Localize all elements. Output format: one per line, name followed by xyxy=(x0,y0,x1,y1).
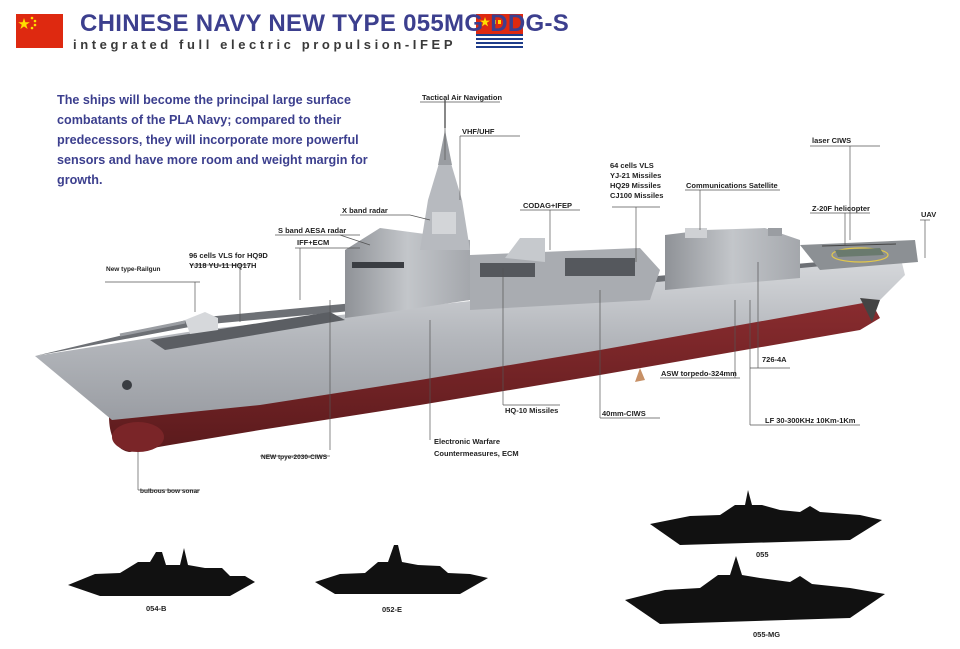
silhouette-label-055mg: 055-MG xyxy=(753,630,781,639)
label-2030-ciws: NEW tpye-2030-CIWS xyxy=(261,454,328,461)
label-ew-line2: Countermeasures, ECM xyxy=(434,449,519,458)
label-vls-96-line2: YJ18 YU-11 HQ17H xyxy=(189,261,257,270)
label-vls-96-line1: 96 cells VLS for HQ9D xyxy=(189,251,268,260)
china-flag xyxy=(16,14,63,48)
aft-superstructure xyxy=(665,228,800,290)
label-communications-satellite: Communications Satellite xyxy=(686,181,778,190)
intro-paragraph: The ships will become the principal larg… xyxy=(57,93,368,187)
silhouette-055mg xyxy=(625,556,885,624)
main-mast xyxy=(420,160,470,250)
navy-flag-star-icon xyxy=(480,17,501,27)
silhouette-label-055: 055 xyxy=(756,550,769,559)
label-ew-line1: Electronic Warfare xyxy=(434,437,500,446)
label-tactical-air-navigation: Tactical Air Navigation xyxy=(422,93,503,102)
label-726-4a: 726-4A xyxy=(762,355,787,364)
label-lf-sonar: LF 30-300KHz 10Km-1Km xyxy=(765,416,856,425)
hull-upper-gray xyxy=(35,255,905,420)
midship-block xyxy=(470,248,660,310)
silhouette-052e xyxy=(315,545,488,594)
label-vls-64-line4: CJ100 Missiles xyxy=(610,191,664,200)
label-electronic-warfare: Electronic Warfare Countermeasures, ECM xyxy=(434,437,519,459)
label-vls-64-line2: YJ-21 Missiles xyxy=(610,171,662,180)
label-s-band-aesa: S band AESA radar xyxy=(278,226,347,235)
bulbous-bow xyxy=(112,422,164,452)
silhouette-055 xyxy=(650,490,882,545)
page-subtitle: integrated full electric propulsion-IFEP xyxy=(73,37,457,52)
label-40mm-ciws: 40mm-CIWS xyxy=(602,409,646,418)
label-vhf-uhf: VHF/UHF xyxy=(462,127,495,136)
silhouettes-group xyxy=(68,490,885,624)
helicopter xyxy=(835,248,884,257)
label-hq10: HQ-10 Missiles xyxy=(505,406,559,415)
silhouette-label-054b: 054-B xyxy=(146,604,167,613)
label-laser-ciws: laser CIWS xyxy=(812,136,852,145)
funnel xyxy=(505,238,545,262)
fore-deck xyxy=(150,312,345,350)
label-vls-64: 64 cells VLS YJ-21 Missiles HQ29 Missile… xyxy=(610,161,663,201)
silhouette-054b xyxy=(68,548,255,596)
label-uav: UAV xyxy=(921,210,937,219)
label-asw-torpedo: ASW torpedo-324mm xyxy=(661,369,737,378)
page-title: CHINESE NAVY NEW TYPE 055MG DDG-S xyxy=(80,10,570,37)
forward-superstructure xyxy=(345,228,470,318)
label-railgun: New type-Railgun xyxy=(106,266,161,273)
bow-gun xyxy=(185,312,218,334)
label-z20f-helicopter: Z-20F helicopter xyxy=(812,204,870,213)
label-vls-64-line1: 64 cells VLS xyxy=(610,161,654,170)
hull-lower-red xyxy=(109,300,881,452)
label-bow-sonar: bulbous bow sonar xyxy=(140,488,200,495)
label-iff-ecm: IFF+ECM xyxy=(297,238,330,247)
label-vls-96: 96 cells VLS for HQ9D YJ18 YU-11 HQ17H xyxy=(189,251,268,271)
label-codag-ifep: CODAG+IFEP xyxy=(523,201,572,210)
china-flag-stars-icon xyxy=(18,16,37,30)
label-x-band-radar: X band radar xyxy=(342,206,388,215)
label-vls-64-line3: HQ29 Missiles xyxy=(610,181,661,190)
silhouette-label-052e: 052-E xyxy=(382,605,403,614)
pla-navy-flag xyxy=(476,14,523,48)
